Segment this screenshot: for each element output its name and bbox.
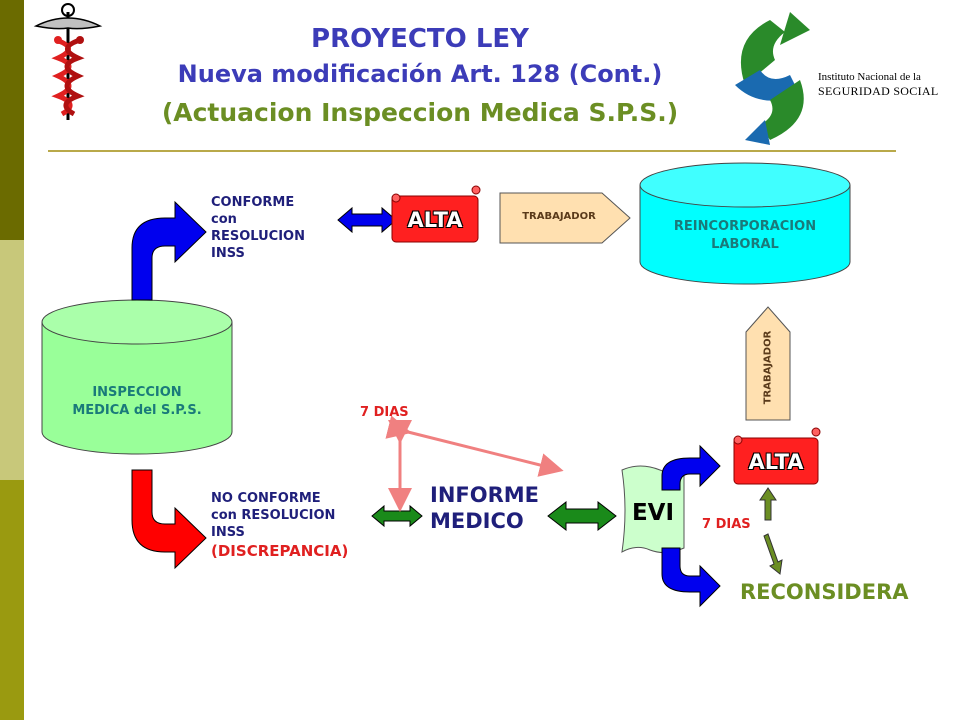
no-conforme-line2: con RESOLUCION xyxy=(211,508,336,523)
caduceus-icon xyxy=(33,3,103,120)
no-conforme-line3: INSS xyxy=(211,525,245,540)
title-line2: Nueva modificación Art. 128 (Cont.) xyxy=(177,60,663,88)
trabajador-arrow-vertical xyxy=(745,306,791,421)
header-divider xyxy=(48,150,896,152)
blue-double-arrow xyxy=(337,206,397,234)
inss-logo-text: Instituto Nacional de la SEGURIDAD SOCIA… xyxy=(818,70,938,98)
blue-curved-arrow-evi-up xyxy=(661,444,721,491)
alta-bottom-scroll xyxy=(733,427,821,485)
inss-logo-icon xyxy=(735,12,810,145)
sidebar-olive-bottom xyxy=(0,480,24,720)
olive-arrow-up xyxy=(759,487,777,521)
logo-line2: SEGURIDAD SOCIAL xyxy=(818,84,939,98)
title-line1: PROYECTO LEY xyxy=(311,24,529,54)
inspeccion-label: INSPECCION MEDICA del S.P.S. xyxy=(42,384,232,420)
inspeccion-line2: MEDICA del S.P.S. xyxy=(72,403,202,418)
inspeccion-line1: INSPECCION xyxy=(92,385,182,400)
sidebar-light-mid xyxy=(0,240,24,480)
conforme-line3: RESOLUCION xyxy=(211,229,305,244)
title-line3: (Actuacion Inspeccion Medica S.P.S.) xyxy=(161,98,679,127)
green-double-arrow-right xyxy=(547,500,617,532)
dias-left-label: 7 DIAS xyxy=(360,405,409,420)
red-curved-arrow-down xyxy=(131,469,207,570)
blue-curved-arrow-up xyxy=(131,200,207,301)
no-conforme-label: NO CONFORME con RESOLUCION INSS (DISCREP… xyxy=(211,490,348,560)
informe-line2: MEDICO xyxy=(430,509,524,533)
reincorporacion-label: REINCORPORACION LABORAL xyxy=(640,218,850,254)
inspeccion-cylinder xyxy=(41,299,233,455)
reconsidera-label: RECONSIDERA xyxy=(740,580,909,604)
sidebar-dark-top xyxy=(0,0,24,240)
reincorporacion-line1: REINCORPORACION xyxy=(673,219,817,234)
green-double-arrow-left xyxy=(371,504,423,528)
no-conforme-line1: NO CONFORME xyxy=(211,491,321,506)
trabajador-arrow-top xyxy=(499,192,631,244)
conforme-label: CONFORME con RESOLUCION INSS xyxy=(211,194,305,262)
conforme-line1: CONFORME xyxy=(211,195,295,210)
evi-label: EVI xyxy=(631,500,675,526)
reincorporacion-cylinder xyxy=(639,162,851,285)
dias-right-label: 7 DIAS xyxy=(702,517,751,532)
conforme-line4: INSS xyxy=(211,246,245,261)
alta-bottom-label: ALTA xyxy=(748,450,804,474)
alta-top-scroll xyxy=(391,185,481,243)
conforme-line2: con xyxy=(211,212,237,227)
olive-arrow-diagonal xyxy=(763,533,783,575)
no-conforme-line4: (DISCREPANCIA) xyxy=(211,542,349,560)
trabajador-top-label: TRABAJADOR xyxy=(522,211,596,222)
informe-label: INFORME MEDICO xyxy=(430,482,539,534)
blue-curved-arrow-evi-down xyxy=(661,547,721,608)
logo-line1: Instituto Nacional de la xyxy=(818,71,921,83)
reincorporacion-line2: LABORAL xyxy=(711,237,779,252)
informe-line1: INFORME xyxy=(430,483,539,507)
alta-top-label: ALTA xyxy=(407,208,463,232)
trabajador-vertical-label: TRABAJADOR xyxy=(762,330,774,405)
pink-arrow-diagonal xyxy=(385,415,564,477)
